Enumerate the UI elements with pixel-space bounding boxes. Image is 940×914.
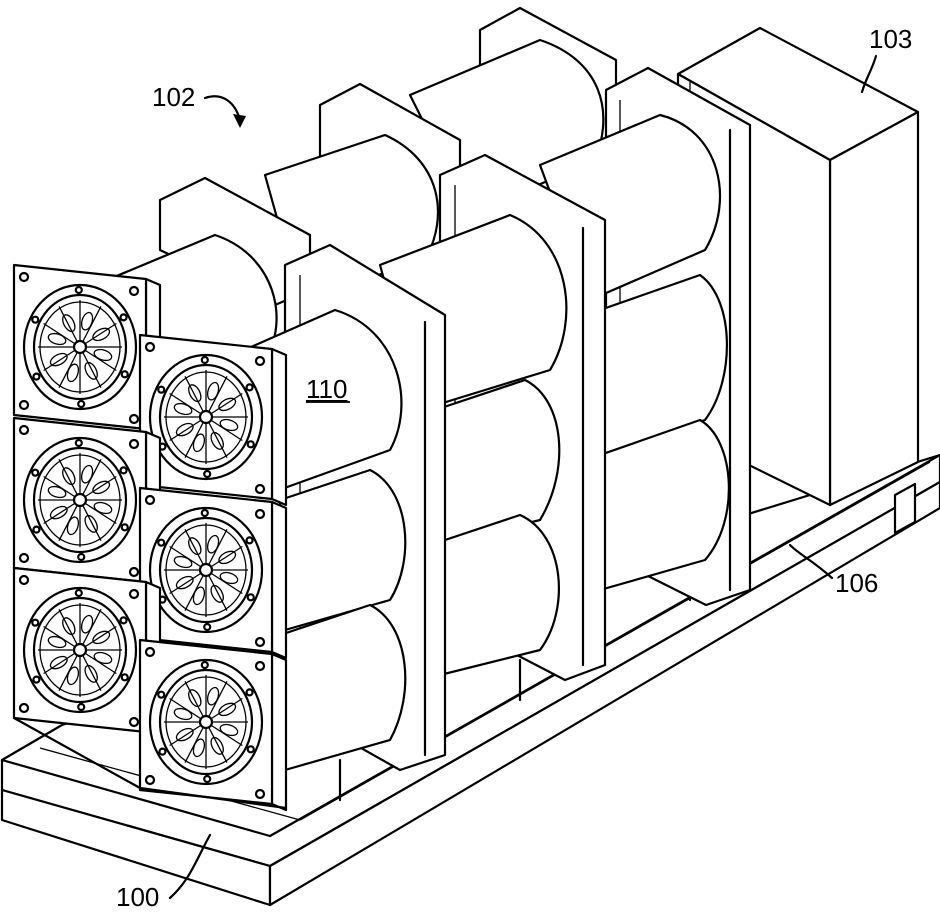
- rear-cylinders: [408, 38, 730, 592]
- label-103: 103: [869, 24, 912, 54]
- arrow-102: [233, 114, 246, 128]
- label-106: 106: [835, 568, 878, 598]
- label-102: 102: [152, 82, 195, 112]
- front-end-plates: [12, 263, 288, 812]
- label-110: 110: [306, 374, 347, 404]
- end-plate-r1-c1: [138, 486, 288, 660]
- end-plate-r2-c1: [138, 638, 288, 812]
- end-plate-r2-c0: [12, 566, 162, 740]
- leader-103: [860, 54, 878, 94]
- leader-100: [168, 833, 212, 900]
- end-plate-r1-c0: [12, 416, 162, 590]
- annotations: 102 103 110 106 100: [116, 24, 912, 912]
- label-100: 100: [116, 882, 159, 912]
- end-plate-r0-c0: [12, 263, 162, 437]
- leader-106: [788, 543, 834, 580]
- end-plate-r0-c1: [138, 333, 288, 507]
